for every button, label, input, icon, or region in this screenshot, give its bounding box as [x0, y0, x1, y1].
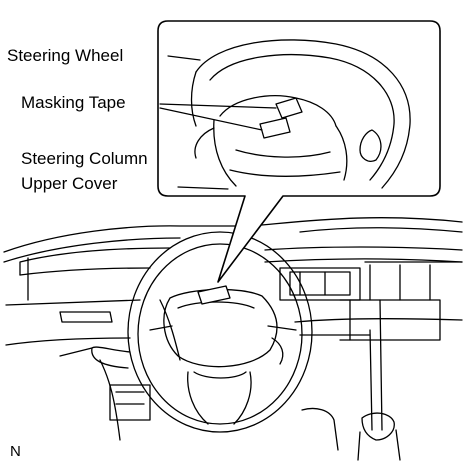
label-steering-column: Steering Column — [21, 149, 148, 168]
steering-wheel-lower — [59, 231, 401, 461]
steering-wheel-closeup — [190, 39, 411, 189]
label-masking-tape: Masking Tape — [21, 93, 126, 112]
leader-lines — [159, 55, 277, 190]
label-upper-cover: Upper Cover — [21, 174, 118, 193]
label-steering-wheel: Steering Wheel — [7, 46, 124, 65]
inset-callout — [157, 20, 441, 283]
figure-reference: N — [10, 443, 21, 460]
